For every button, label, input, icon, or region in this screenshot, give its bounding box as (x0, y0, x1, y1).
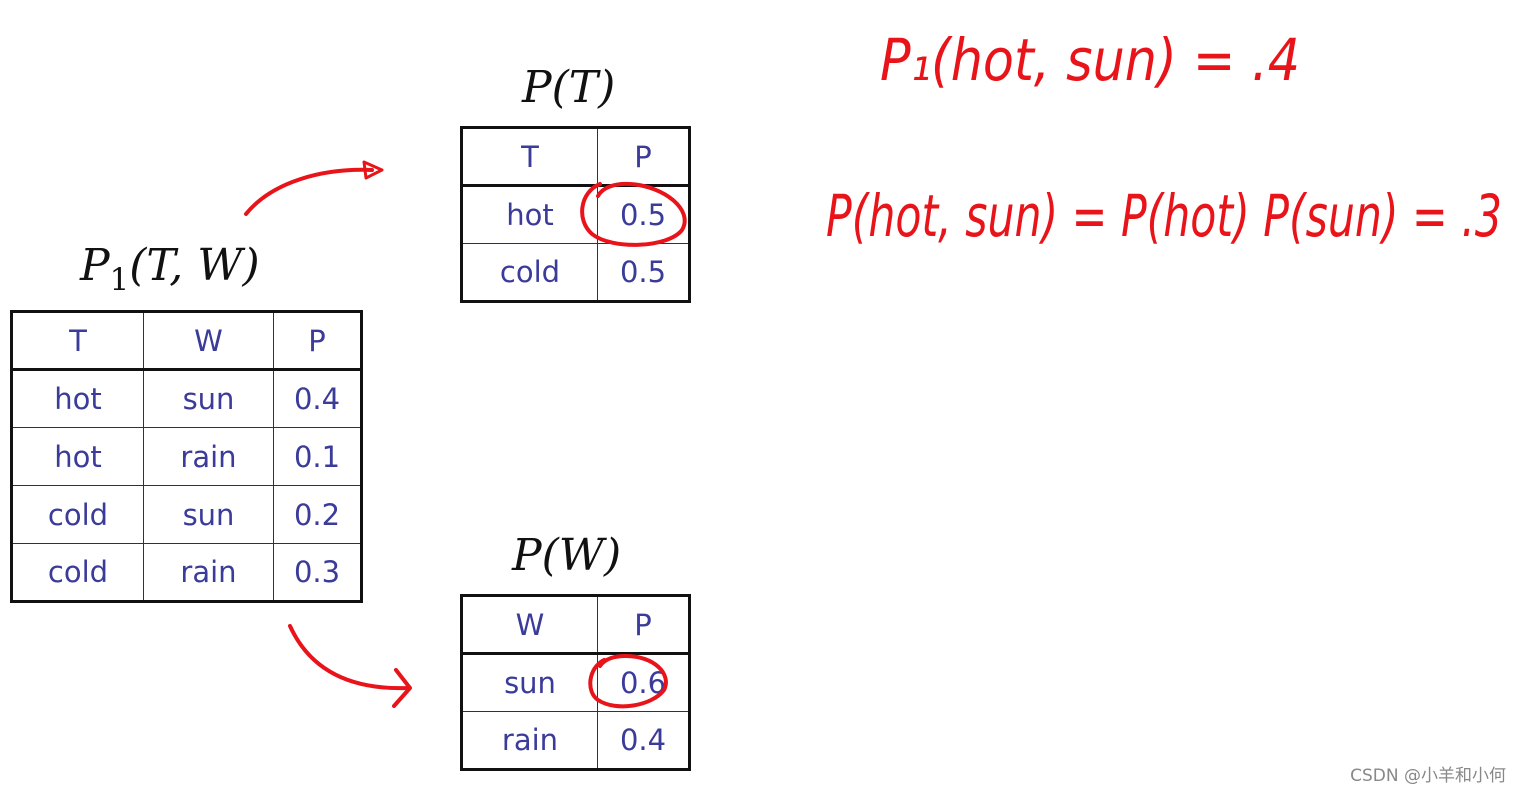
arrowhead-marginal-t (362, 160, 384, 180)
cell-w: rain (461, 711, 598, 770)
header-cell-p: P (597, 595, 690, 655)
cell-w: rain (143, 543, 274, 602)
cell-p: 0.6 (597, 653, 690, 712)
table-row: rain 0.4 (461, 711, 690, 770)
cell-w: sun (143, 369, 274, 428)
arrowhead-marginal-w (392, 668, 412, 708)
table-header-row: W P (461, 595, 690, 655)
header-cell-p: P (597, 127, 690, 187)
cell-t: hot (11, 369, 144, 428)
cell-t: hot (11, 427, 144, 486)
marginal-w-table: W P sun 0.6 rain 0.4 (460, 594, 691, 771)
watermark: CSDN @小羊和小何 (1350, 766, 1506, 786)
table-row: cold rain 0.3 (11, 543, 362, 602)
cell-t: cold (461, 243, 598, 302)
table-row: sun 0.6 (461, 653, 690, 712)
annotation-independence-product: P(hot, sun) = P(hot) P(sun) = .3 (826, 182, 1502, 250)
cell-w: rain (143, 427, 274, 486)
cell-p: 0.1 (273, 427, 362, 486)
cell-p: 0.5 (597, 185, 690, 244)
table-header-row: T P (461, 127, 690, 187)
table-row: cold sun 0.2 (11, 485, 362, 544)
joint-title-args: (T, W) (129, 240, 260, 291)
table-header-row: T W P (11, 311, 362, 371)
marginal-t-table: T P hot 0.5 cold 0.5 (460, 126, 691, 303)
header-cell-t: T (11, 311, 144, 371)
cell-p: 0.3 (273, 543, 362, 602)
cell-w: sun (143, 485, 274, 544)
marginal-t-title: P(T) (522, 62, 616, 113)
arrow-to-marginal-w (288, 624, 410, 691)
cell-p: 0.4 (273, 369, 362, 428)
cell-p: 0.5 (597, 243, 690, 302)
arrow-to-marginal-t (244, 167, 374, 216)
table-row: hot sun 0.4 (11, 369, 362, 428)
header-cell-p: P (273, 311, 362, 371)
cell-t: hot (461, 185, 598, 244)
joint-table-title: P1(T, W) (80, 240, 260, 298)
header-cell-t: T (461, 127, 598, 187)
table-row: hot rain 0.1 (11, 427, 362, 486)
cell-t: cold (11, 543, 144, 602)
joint-title-prefix: P (80, 240, 110, 291)
marginal-w-title: P(W) (512, 530, 622, 581)
joint-distribution-table: T W P hot sun 0.4 hot rain 0.1 cold sun … (10, 310, 363, 603)
table-row: cold 0.5 (461, 243, 690, 302)
cell-p: 0.4 (597, 711, 690, 770)
annotation-joint-value: P₁(hot, sun) = .4 (880, 26, 1300, 94)
cell-t: cold (11, 485, 144, 544)
cell-p: 0.2 (273, 485, 362, 544)
table-row: hot 0.5 (461, 185, 690, 244)
cell-w: sun (461, 653, 598, 712)
header-cell-w: W (461, 595, 598, 655)
joint-title-subscript: 1 (109, 261, 130, 298)
header-cell-w: W (143, 311, 274, 371)
